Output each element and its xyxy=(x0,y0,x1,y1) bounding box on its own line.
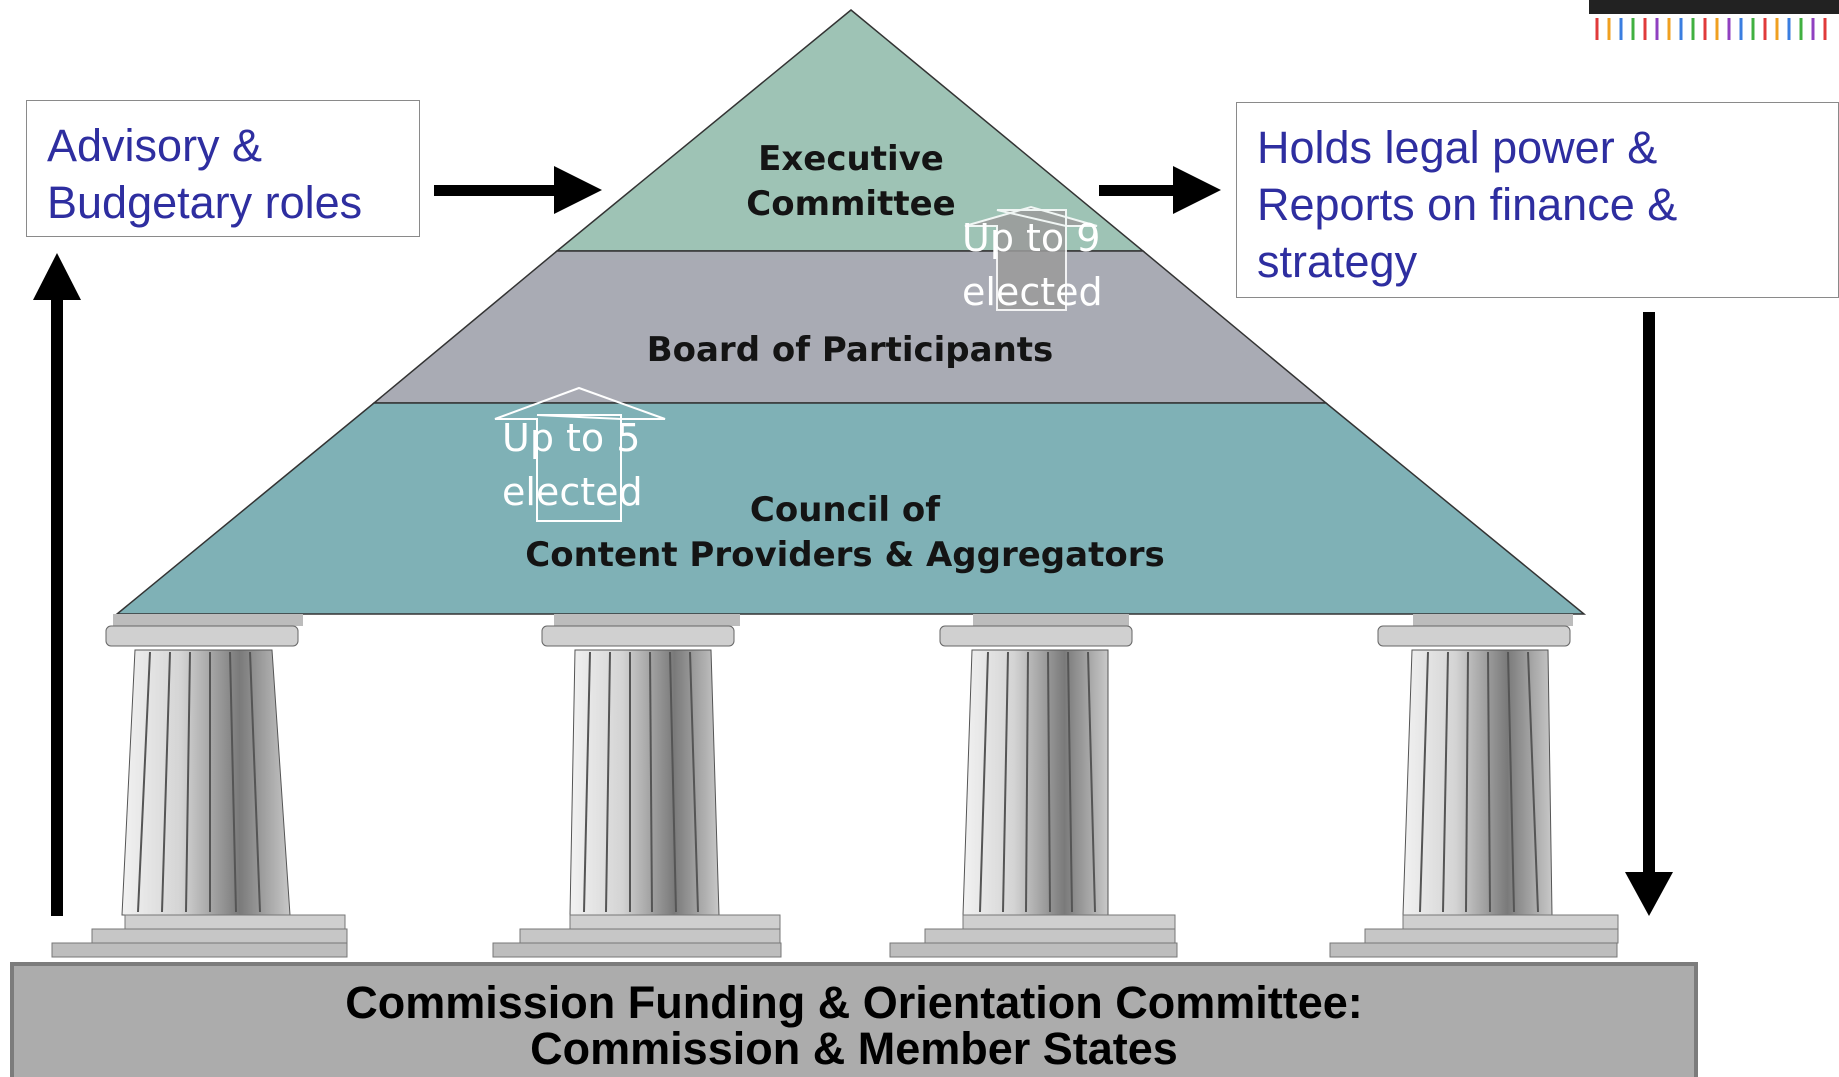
logo xyxy=(1589,0,1839,44)
council-label: Council of Content Providers & Aggregato… xyxy=(440,488,1250,578)
advisory-line-1: Advisory & xyxy=(47,120,263,171)
executive-committee-label: Executive Committee xyxy=(700,137,1002,227)
columns xyxy=(51,614,1619,958)
flow-arrows xyxy=(33,166,1673,916)
board-of-participants-label: Board of Participants xyxy=(560,328,1140,373)
advisory-budgetary-box: Advisory & Budgetary roles xyxy=(26,100,420,237)
elected-9-line-2: elected xyxy=(962,270,1103,314)
elected-arrow-9 xyxy=(964,205,1098,311)
elected-up-to-5-label: Up to 5 elected xyxy=(502,411,643,519)
legal-line-2: Reports on finance & xyxy=(1257,179,1678,230)
elected-arrow-5 xyxy=(494,386,666,522)
commission-funding-base: Commission Funding & Orientation Committ… xyxy=(10,962,1698,1077)
legal-line-3: strategy xyxy=(1257,236,1418,287)
column-3 xyxy=(889,614,1178,958)
council-line-1: Council of xyxy=(749,490,941,530)
legal-line-1: Holds legal power & xyxy=(1257,122,1658,173)
base-line-1: Commission Funding & Orientation Committ… xyxy=(345,977,1363,1028)
column-1 xyxy=(51,614,348,958)
column-4 xyxy=(1329,614,1619,958)
executive-line-1: Executive xyxy=(758,139,944,179)
elected-5-line-2: elected xyxy=(502,470,643,514)
elected-9-line-1: Up to 9 xyxy=(962,216,1101,260)
column-2 xyxy=(492,614,782,958)
legal-power-box: Holds legal power & Reports on finance &… xyxy=(1236,102,1839,298)
advisory-line-2: Budgetary roles xyxy=(47,177,363,228)
base-line-2: Commission & Member States xyxy=(530,1023,1178,1074)
executive-line-2: Committee xyxy=(746,184,956,224)
council-line-2: Content Providers & Aggregators xyxy=(525,535,1165,575)
elected-up-to-9-label: Up to 9 elected xyxy=(962,211,1103,319)
board-line-1: Board of Participants xyxy=(646,330,1054,370)
elected-5-line-1: Up to 5 xyxy=(502,416,641,460)
tier-board-of-participants xyxy=(371,250,1329,404)
tier-council xyxy=(114,402,1587,615)
